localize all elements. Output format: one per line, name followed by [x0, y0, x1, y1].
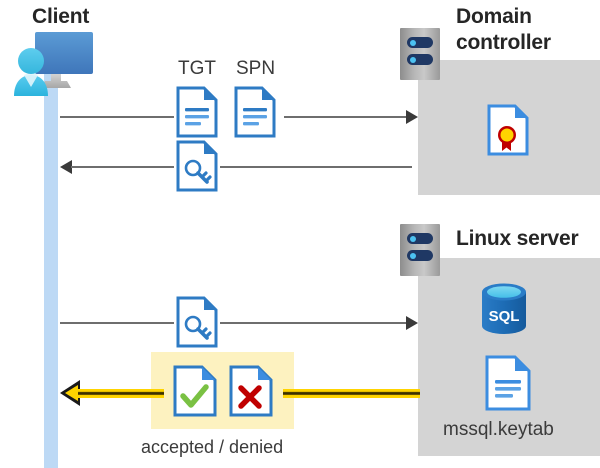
- sql-database-icon: SQL: [478, 281, 530, 337]
- page-title-linux-server: Linux server: [456, 226, 579, 252]
- flow-arrowhead-dc-to-client: [60, 160, 72, 174]
- keytab-filename-label: mssql.keytab: [443, 419, 554, 440]
- flow-line-dc-to-client-right: [220, 166, 412, 168]
- document-icon-spn: [234, 86, 276, 138]
- document-icon-tgt: [176, 86, 218, 138]
- page-title-domain-controller: Domain controller: [456, 4, 596, 56]
- flow-arrowhead-linux-to-client: [60, 380, 80, 406]
- document-cross-icon: [229, 365, 273, 417]
- sql-database-label: SQL: [489, 308, 520, 325]
- flow-line-client-to-linux-right: [220, 322, 412, 324]
- accepted-denied-label: accepted / denied: [141, 437, 284, 457]
- flow-arrowhead-client-to-dc: [406, 110, 418, 124]
- client-lifeline: [44, 70, 58, 468]
- document-check-icon: [173, 365, 217, 417]
- flow-line-linux-to-client-right: [283, 389, 420, 398]
- server-tower-icon-linux: [400, 224, 440, 276]
- flow-arrowhead-client-to-linux: [406, 316, 418, 330]
- client-user-monitor-icon: [6, 28, 98, 98]
- document-key-icon-upper: [176, 140, 218, 192]
- spn-label: SPN: [236, 58, 276, 79]
- flow-line-dc-to-client-left: [71, 166, 174, 168]
- page-title-client: Client: [32, 5, 90, 28]
- document-key-icon-lower: [176, 296, 218, 348]
- flow-line-client-to-linux-left: [60, 322, 174, 324]
- certificate-document-icon: [487, 104, 529, 156]
- flow-line-linux-to-client-left: [78, 389, 164, 398]
- server-tower-icon-dc: [400, 28, 440, 80]
- tgt-label: TGT: [178, 58, 216, 79]
- linux-server-title-text: Linux server: [456, 227, 579, 250]
- domain-controller-title-text: Domain controller: [456, 5, 551, 54]
- flow-line-client-to-dc-right: [284, 116, 412, 118]
- keytab-document-icon: [485, 355, 531, 411]
- flow-line-client-to-dc-left: [60, 116, 174, 118]
